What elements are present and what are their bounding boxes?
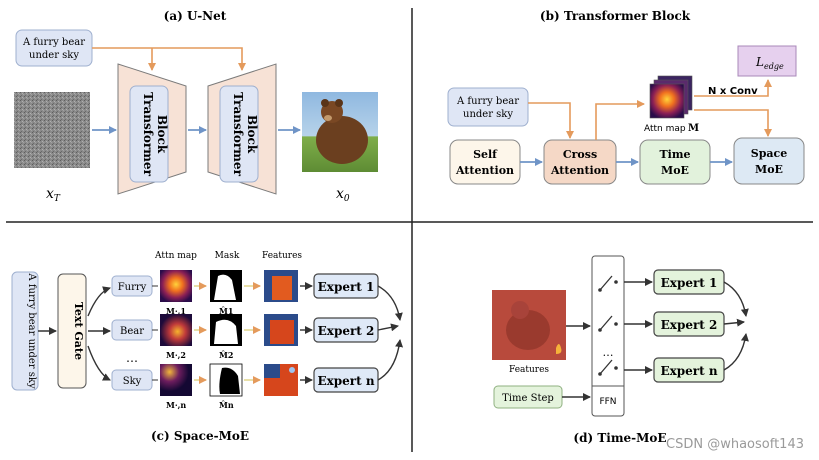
attn-map-label: Attn map (644, 124, 686, 134)
panel-b-title: (b) Transformer Block (540, 9, 691, 23)
mask-1 (210, 270, 242, 302)
edge-loss-label: Ledge (755, 55, 784, 71)
cross-attention-box (543, 139, 617, 185)
feature-2 (264, 314, 298, 346)
space-moe-box (733, 137, 805, 185)
encoder-transformer-block (129, 85, 169, 183)
space-moe-line-2: MoE (755, 163, 783, 176)
feature-1 (264, 270, 298, 302)
space-moe-line-1: Space (751, 147, 787, 160)
encoder-block-label-1: Transformer (141, 92, 155, 176)
token-furry: Furry (118, 282, 147, 293)
switch-1 (598, 275, 618, 292)
mask-label-2: M̂2 (219, 350, 233, 360)
attn-map-symbol: M (688, 123, 699, 134)
time-step-label: Time Step (502, 393, 554, 404)
self-attention-line-2: Attention (455, 164, 514, 177)
time-moe-line-2: MoE (661, 164, 689, 177)
time-expert-1-label: Expert 1 (661, 276, 718, 290)
n-x-conv-label: N x Conv (708, 86, 758, 97)
mask-label-3: M̂n (219, 400, 234, 410)
prompt-to-cross-arrow (528, 102, 574, 139)
encoder-block-label-2: Block (155, 115, 169, 154)
noise-image (14, 92, 90, 168)
time-expert-2-label: Expert 2 (661, 318, 718, 332)
prompt-line-1: A furry bear (456, 96, 519, 107)
decoder-block-label-2: Block (245, 115, 259, 154)
time-merge-arrow-1 (723, 281, 749, 317)
input-xt-label: xT (46, 186, 61, 204)
time-moe-line-1: Time (659, 148, 690, 161)
text-gate-box (57, 273, 87, 389)
merge-arrow-2 (377, 323, 399, 332)
attnmap-to-space-arrow (694, 109, 772, 137)
time-merge-arrow-3 (723, 333, 749, 371)
decoder-block-label-1: Transformer (231, 92, 245, 176)
ffn-label: FFN (599, 397, 616, 407)
time-moe-box (639, 139, 711, 185)
attnmap-to-edge-arrow (694, 79, 772, 97)
mask-label-1: M̂1 (219, 306, 233, 316)
output-x0-label: x0 (336, 186, 350, 204)
cross-to-attnmap-arrow (595, 100, 645, 140)
prompt-vertical: A furry bear under sky (26, 272, 37, 389)
edge-loss-box (737, 45, 797, 77)
switch-2 (598, 315, 618, 332)
condition-arrow-up (92, 47, 246, 71)
gate-arrow-3 (87, 345, 111, 381)
attn-label-3: M·,n (166, 400, 186, 410)
space-expert-1-label: Expert 1 (318, 280, 375, 294)
self-attention-box (449, 139, 521, 185)
space-expert-n-label: Expert n (317, 374, 374, 388)
col-header-mask: Mask (215, 251, 240, 261)
attn-label-2: M·,2 (166, 350, 186, 360)
attn-label-1: M·,1 (166, 306, 186, 316)
mask-3 (209, 363, 243, 397)
token-ellipsis: … (126, 351, 138, 365)
attention-map-stack (649, 75, 693, 119)
mask-2 (210, 314, 242, 346)
cross-attention-line-2: Attention (550, 164, 609, 177)
ffn-switch-column (591, 255, 625, 417)
panel-d-title: (d) Time-MoE (573, 431, 666, 445)
panel-b-transformer-block: (b) Transformer Block A furry bear under… (447, 9, 805, 185)
attn-map-1 (160, 270, 192, 302)
prompt-line-2: under sky (29, 50, 79, 61)
feature-3 (264, 364, 298, 396)
panel-a-unet: (a) U-Net A furry bear under sky xT Tran… (14, 9, 378, 204)
time-features-image (492, 290, 566, 360)
prompt-line-2: under sky (463, 109, 513, 120)
token-sky: Sky (123, 376, 142, 387)
time-expert-n-label: Expert n (660, 364, 717, 378)
decoder-transformer-block (219, 85, 259, 183)
panel-a-title: (a) U-Net (164, 9, 227, 23)
panel-c-title: (c) Space-MoE (151, 429, 249, 443)
time-merge-arrow-2 (723, 318, 745, 327)
switch-3 (598, 359, 618, 376)
text-gate-label: Text Gate (72, 302, 85, 360)
panel-d-time-moe: Features Time Step FFN … (492, 255, 749, 445)
cross-attention-line-1: Cross (563, 148, 597, 161)
prompt-box (447, 87, 529, 127)
switch-ellipsis: … (603, 346, 614, 359)
merge-arrow-1 (377, 285, 403, 321)
attn-map-2 (160, 314, 192, 346)
self-attention-line-1: Self (473, 148, 498, 161)
gate-arrow-1 (87, 286, 111, 317)
panel-c-space-moe: A furry bear under sky Text Gate Attn ma… (11, 251, 404, 443)
prompt-line-1: A furry bear (22, 37, 85, 48)
watermark: CSDN @whaosoft143 (666, 437, 804, 452)
token-bear: Bear (120, 326, 144, 337)
col-header-attn: Attn map (154, 251, 197, 261)
space-expert-2-label: Expert 2 (318, 324, 375, 338)
col-header-features: Features (262, 251, 302, 261)
merge-arrow-3 (377, 339, 404, 381)
output-bear-image (302, 92, 378, 172)
features-label: Features (509, 365, 549, 375)
attn-map-3 (160, 364, 192, 396)
